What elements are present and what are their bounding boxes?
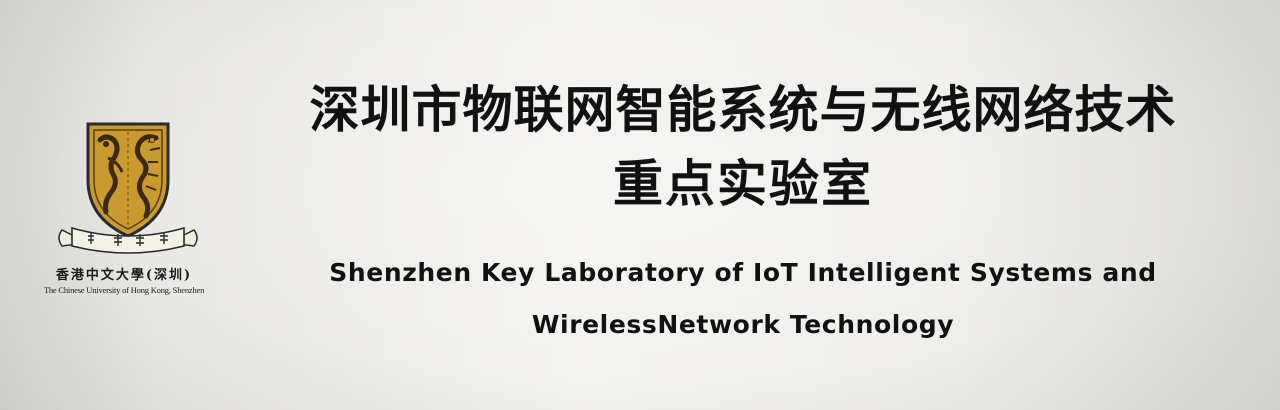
title-english-line-1: Shenzhen Key Laboratory of IoT Intellige… [329,258,1157,287]
university-crest-icon [58,122,198,254]
logo-name-english: The Chinese University of Hong Kong, She… [43,285,205,295]
university-logo: 香港中文大學(深圳) The Chinese University of Hon… [12,118,236,308]
logo-name-chinese: 香港中文大學(深圳) [55,268,193,283]
title-english-line-2: WirelessNetwork Technology [531,310,955,339]
title-chinese-line-2: 重点实验室 [613,155,873,213]
title-chinese-line-1: 深圳市物联网智能系统与无线网络技术 [309,81,1177,139]
